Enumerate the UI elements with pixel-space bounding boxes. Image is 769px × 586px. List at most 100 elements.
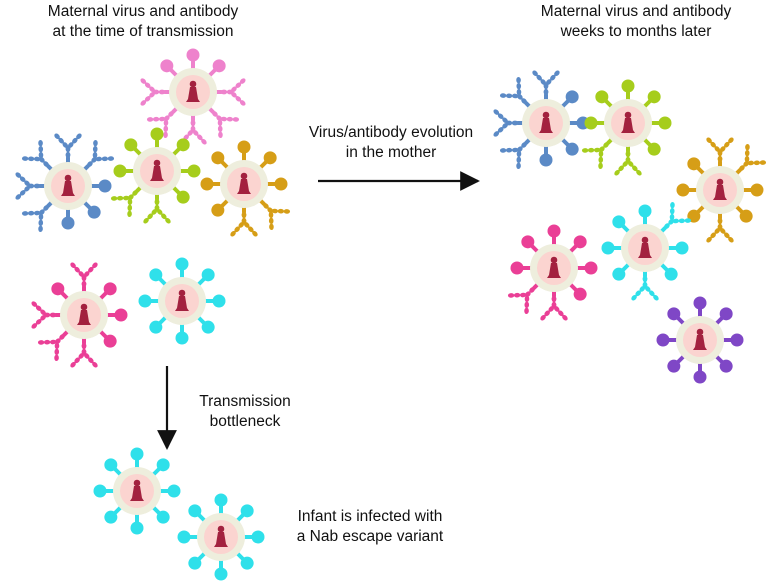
spike-head	[212, 294, 226, 308]
core-symbol	[178, 289, 186, 297]
core-symbol	[547, 263, 561, 278]
left-header-line1: Maternal virus and antibody	[48, 3, 239, 20]
spike-head	[521, 235, 535, 249]
core-symbol	[133, 479, 141, 487]
spike-head	[595, 90, 609, 104]
spike-head	[565, 142, 579, 156]
antibody-icon	[499, 76, 527, 104]
antibody-icon	[15, 172, 41, 200]
virion-icon	[140, 48, 246, 145]
spike-head	[156, 458, 170, 472]
antibody-icon	[706, 137, 734, 163]
core-symbol	[638, 243, 652, 258]
right-header-line1: Maternal virus and antibody	[541, 3, 732, 20]
antibody-icon	[263, 203, 291, 231]
spike-head	[612, 267, 626, 281]
spike-head	[176, 138, 190, 152]
virion-icon	[15, 133, 115, 233]
spike-head	[175, 331, 189, 345]
spike-head	[539, 153, 553, 167]
virion-icon	[656, 296, 744, 384]
spike-head	[177, 530, 191, 544]
core-symbol	[641, 236, 649, 244]
antibody-icon	[631, 275, 659, 301]
core-symbol	[621, 118, 635, 133]
spike-head	[103, 334, 117, 348]
spike-head	[212, 59, 226, 73]
spike-head	[98, 179, 112, 193]
virion-icon	[676, 137, 767, 243]
antibody-icon	[706, 217, 734, 243]
spike-head	[584, 116, 598, 130]
bottleneck-label-line2: bottleneck	[210, 413, 281, 430]
antibody-icon	[493, 109, 519, 137]
spike-head	[149, 320, 163, 334]
antibody-icon	[54, 133, 82, 159]
core-symbol	[175, 296, 189, 311]
evolution-label-line2: in the mother	[346, 144, 436, 161]
spike-head	[240, 504, 254, 518]
core-symbol	[237, 179, 251, 194]
spike-head	[667, 307, 681, 321]
antibody-icon	[146, 111, 174, 139]
spike-head	[214, 567, 228, 581]
spike-head	[211, 203, 225, 217]
spike-head	[211, 151, 225, 165]
spike-head	[201, 320, 215, 334]
antibody-icon	[540, 295, 568, 321]
spike-head	[739, 209, 753, 223]
antibody-icon	[220, 78, 246, 106]
spike-head	[104, 510, 118, 524]
core-symbol	[150, 166, 164, 181]
virion-icon	[177, 493, 265, 581]
virion-icon	[507, 224, 598, 321]
core-symbol	[716, 178, 724, 186]
virion-icon	[93, 447, 181, 535]
virion-icon	[581, 79, 672, 176]
spike-head	[750, 183, 764, 197]
spike-head	[667, 359, 681, 373]
infant-label-line1: Infant is infected with	[298, 508, 443, 525]
spike-head	[61, 216, 75, 230]
antibody-icon	[70, 342, 98, 368]
spike-head	[612, 215, 626, 229]
spike-head	[113, 164, 127, 178]
virion-icon	[110, 127, 201, 224]
spike-head	[658, 116, 672, 130]
spike-head	[664, 267, 678, 281]
spike-head	[188, 556, 202, 570]
virion-icon	[138, 257, 226, 345]
core-symbol	[217, 525, 225, 533]
core-symbol	[713, 185, 727, 200]
core-symbol	[80, 303, 88, 311]
spike-head	[573, 287, 587, 301]
spike-head	[719, 307, 733, 321]
right-header-line2: weeks to months later	[560, 23, 712, 40]
virion-icon	[601, 201, 692, 301]
antibody-icon	[664, 201, 692, 229]
antibody-icon	[140, 78, 166, 106]
spike-head	[214, 493, 228, 507]
spike-head	[167, 484, 181, 498]
antibody-icon	[212, 111, 240, 139]
spike-head	[647, 142, 661, 156]
spike-head	[103, 282, 117, 296]
antibody-icon	[87, 139, 115, 167]
spike-head	[149, 268, 163, 282]
spike-head	[188, 504, 202, 518]
spike-head	[647, 90, 661, 104]
spike-head	[656, 333, 670, 347]
virion-layer	[15, 48, 767, 581]
antibody-icon	[37, 334, 65, 362]
spike-head	[693, 296, 707, 310]
spike-head	[274, 177, 288, 191]
spike-head	[693, 370, 707, 384]
bottleneck-label-line1: Transmission	[199, 393, 291, 410]
antibody-icon	[532, 70, 560, 96]
spike-head	[601, 241, 615, 255]
antibody-icon	[21, 205, 49, 233]
core-symbol	[189, 80, 197, 88]
spike-head	[156, 510, 170, 524]
core-symbol	[550, 256, 558, 264]
